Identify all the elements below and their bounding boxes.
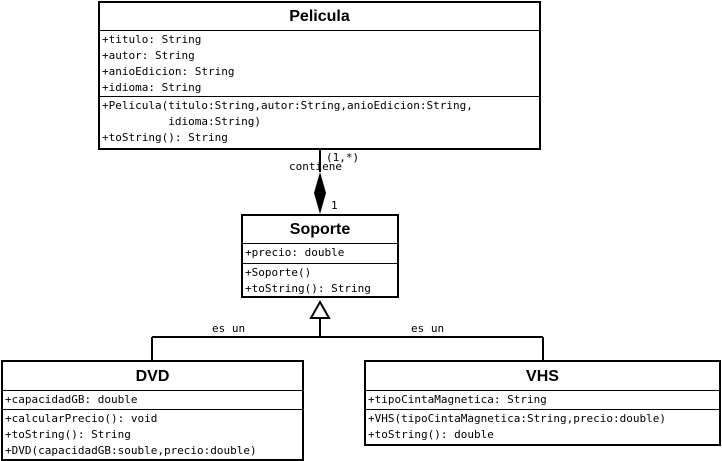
- attributes-vhs: +tipoCintaMagnetica: String: [366, 391, 719, 410]
- attribute-line: +anioEdicion: String: [102, 65, 235, 78]
- attributes-dvd: +capacidadGB: double: [3, 391, 302, 410]
- method-line: +Soporte(): [245, 266, 312, 279]
- attribute-line: +autor: String: [102, 49, 195, 62]
- attribute-line: +tipoCintaMagnetica: String: [368, 393, 547, 406]
- class-vhs[interactable]: VHS +tipoCintaMagnetica: String +VHS(tip…: [364, 360, 721, 446]
- method-line: idioma:String): [102, 115, 261, 128]
- method-line: +toString(): String: [5, 428, 131, 441]
- attribute-line: +capacidadGB: double: [5, 393, 138, 406]
- method-line: +toString(): String: [245, 282, 371, 295]
- method-line: +toString(): double: [368, 428, 494, 441]
- methods-dvd: +calcularPrecio(): void +toString(): Stri…: [3, 410, 302, 459]
- method-line: +toString(): String: [102, 131, 228, 144]
- class-soporte[interactable]: Soporte +precio: double +Soporte() +toStr…: [241, 214, 399, 298]
- class-name-vhs: VHS: [366, 362, 719, 391]
- method-line: +DVD(capacidadGB:souble,precio:double): [5, 444, 257, 457]
- attribute-line: +idioma: String: [102, 81, 202, 94]
- attribute-line: +titulo: String: [102, 33, 202, 46]
- class-pelicula[interactable]: Pelicula +titulo: String +autor: String +a…: [98, 1, 541, 150]
- method-line: +calcularPrecio(): void: [5, 412, 158, 425]
- class-name-pelicula: Pelicula: [100, 3, 539, 31]
- method-line: +VHS(tipoCintaMagnetica:String,precio:do…: [368, 412, 667, 425]
- target-multiplicity: 1: [331, 199, 338, 212]
- class-dvd[interactable]: DVD +capacidadGB: double +calcularPrecio…: [1, 360, 304, 461]
- inheritance-triangle: [309, 299, 331, 319]
- methods-soporte: +Soporte() +toString(): String: [243, 264, 397, 296]
- composition-label: contiene: [289, 160, 342, 173]
- inheritance-label-vhs: es un: [411, 322, 445, 335]
- class-name-soporte: Soporte: [243, 216, 397, 244]
- class-name-dvd: DVD: [3, 362, 302, 391]
- attributes-pelicula: +titulo: String +autor: String +anioEdicio…: [100, 31, 539, 97]
- composition-diamond: [314, 172, 326, 214]
- attribute-line: +precio: double: [245, 246, 345, 259]
- attributes-soporte: +precio: double: [243, 244, 397, 264]
- inheritance-label-dvd: es un: [212, 322, 246, 335]
- methods-vhs: +VHS(tipoCintaMagnetica:String,precio:do…: [366, 410, 719, 443]
- source-multiplicity: (1,*): [326, 151, 360, 164]
- methods-pelicula: +Pelicula(titulo:String,autor:String,ani…: [100, 97, 539, 146]
- method-line: +Pelicula(titulo:String,autor:String,ani…: [102, 99, 473, 112]
